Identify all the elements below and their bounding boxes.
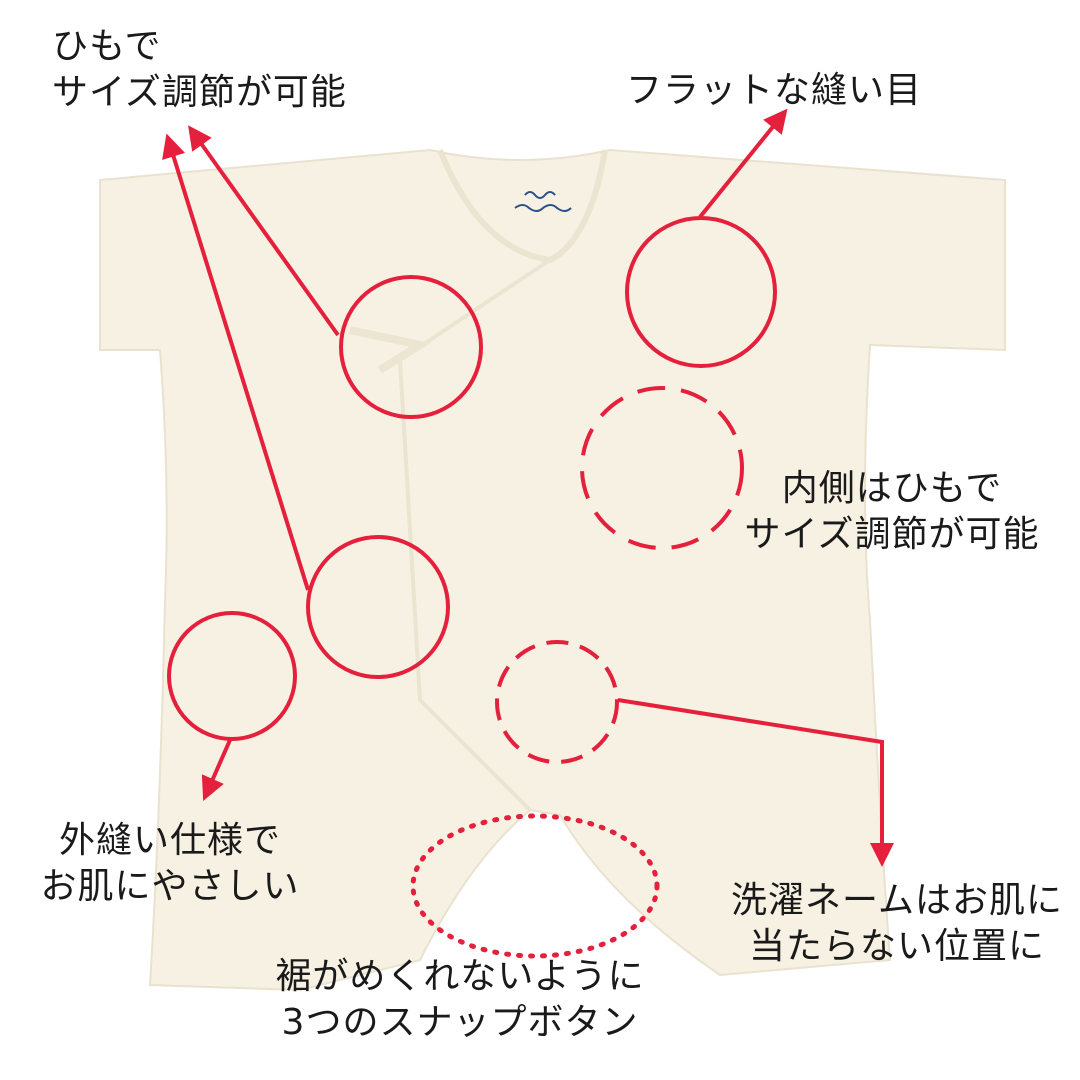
label-line: 洗濯ネームはお肌に — [731, 880, 1063, 921]
label-line: 当たらない位置に — [748, 926, 1045, 967]
label-snaps: 裾がめくれないように 3つのスナップボタン — [250, 954, 670, 1046]
label-line: お肌にやさしい — [40, 866, 300, 907]
label-line: ひもで — [52, 26, 162, 67]
arrow-flat-seam — [698, 108, 788, 219]
label-outer-seam: 外縫い仕様で お肌にやさしい — [20, 818, 320, 910]
tie-inner-circle — [580, 386, 744, 550]
arrow-tie-outer — [188, 125, 340, 337]
outer-seam-circle — [167, 611, 297, 741]
tie-outer-circle — [339, 275, 483, 419]
label-tie-outer: ひもで サイズ調節が可能 — [52, 24, 347, 116]
arrow-outer-seam — [201, 739, 232, 801]
label-line: 外縫い仕様で — [58, 820, 281, 861]
tie-string — [349, 326, 431, 374]
arrow-wash-label — [617, 698, 894, 867]
front-overlap-seam — [397, 258, 552, 812]
label-line: 裾がめくれないように — [275, 956, 645, 997]
label-wash-label: 洗濯ネームはお肌に 当たらない位置に — [712, 878, 1080, 970]
label-line: サイズ調節が可能 — [52, 72, 347, 113]
label-tie-inner: 内側はひもで サイズ調節が可能 — [722, 466, 1062, 558]
label-line: 内側はひもで — [781, 468, 1003, 509]
brand-logo — [514, 191, 572, 212]
label-line: フラットな縫い目 — [626, 70, 923, 111]
label-line: サイズ調節が可能 — [744, 514, 1040, 555]
flat-seam-circle — [625, 216, 777, 368]
label-line: 3つのスナップボタン — [281, 1002, 639, 1043]
baby-gown — [99, 148, 1006, 992]
arrow-tie-lower — [162, 133, 310, 591]
tie-lower-circle — [306, 535, 450, 679]
snaps-ellipse — [410, 813, 660, 959]
label-flat-seam: フラットな縫い目 — [626, 68, 922, 114]
wash-label-circle — [495, 640, 619, 764]
